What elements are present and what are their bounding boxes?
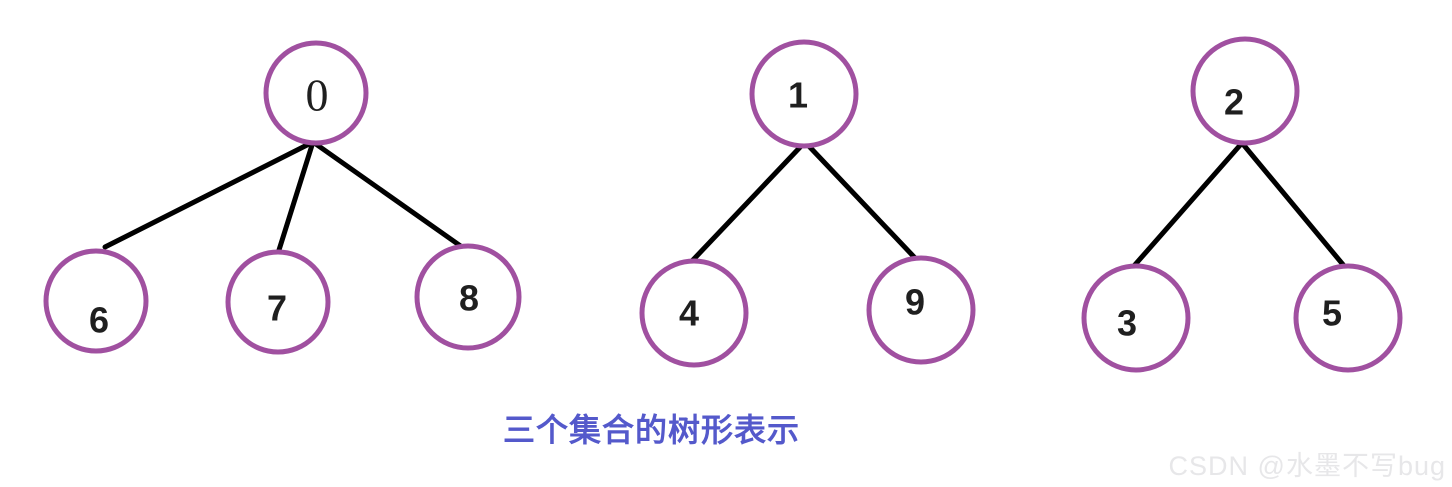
edge-2-3 (1130, 140, 1245, 270)
tree-node-8: 8 (414, 243, 522, 351)
edge-0-8 (310, 139, 465, 250)
edge-1-9 (802, 139, 919, 262)
node-label-8: 8 (459, 278, 479, 319)
edge-0-7 (276, 139, 316, 253)
node-label-1: 1 (788, 75, 808, 116)
edge-2-5 (1239, 140, 1348, 270)
node-label-4: 4 (679, 293, 699, 334)
tree-node-2: 2 (1190, 36, 1300, 146)
tree-node-3: 3 (1081, 263, 1191, 373)
node-circle-0 (263, 40, 369, 146)
edge-0-6 (102, 139, 316, 250)
node-circle-1 (749, 39, 859, 149)
tree-node-7: 7 (225, 249, 331, 355)
tree-node-4: 4 (639, 258, 749, 368)
node-circle-2 (1190, 36, 1300, 146)
node-label-6: 6 (89, 300, 109, 341)
node-label-7: 7 (267, 288, 287, 329)
tree-node-6: 6 (43, 248, 149, 354)
figure-caption: 三个集合的树形表示 (503, 412, 801, 448)
node-circle-5 (1293, 263, 1403, 373)
edge-1-4 (689, 139, 808, 264)
tree-node-5: 5 (1293, 263, 1403, 373)
node-label-9: 9 (905, 282, 925, 323)
node-circle-7 (225, 249, 331, 355)
node-label-5: 5 (1322, 293, 1342, 334)
node-circle-3 (1081, 263, 1191, 373)
node-circle-4 (639, 258, 749, 368)
tree-node-9: 9 (866, 255, 976, 365)
node-circle-9 (866, 255, 976, 365)
node-circle-6 (43, 248, 149, 354)
node-label-0: 0 (306, 70, 329, 121)
tree-node-1: 1 (749, 39, 859, 149)
node-label-3: 3 (1117, 303, 1137, 344)
node-circle-8 (414, 243, 522, 351)
tree-node-0: 0 (263, 40, 369, 146)
node-label-2: 2 (1224, 82, 1244, 123)
csdn-watermark: CSDN @水墨不写bug (1168, 451, 1446, 481)
